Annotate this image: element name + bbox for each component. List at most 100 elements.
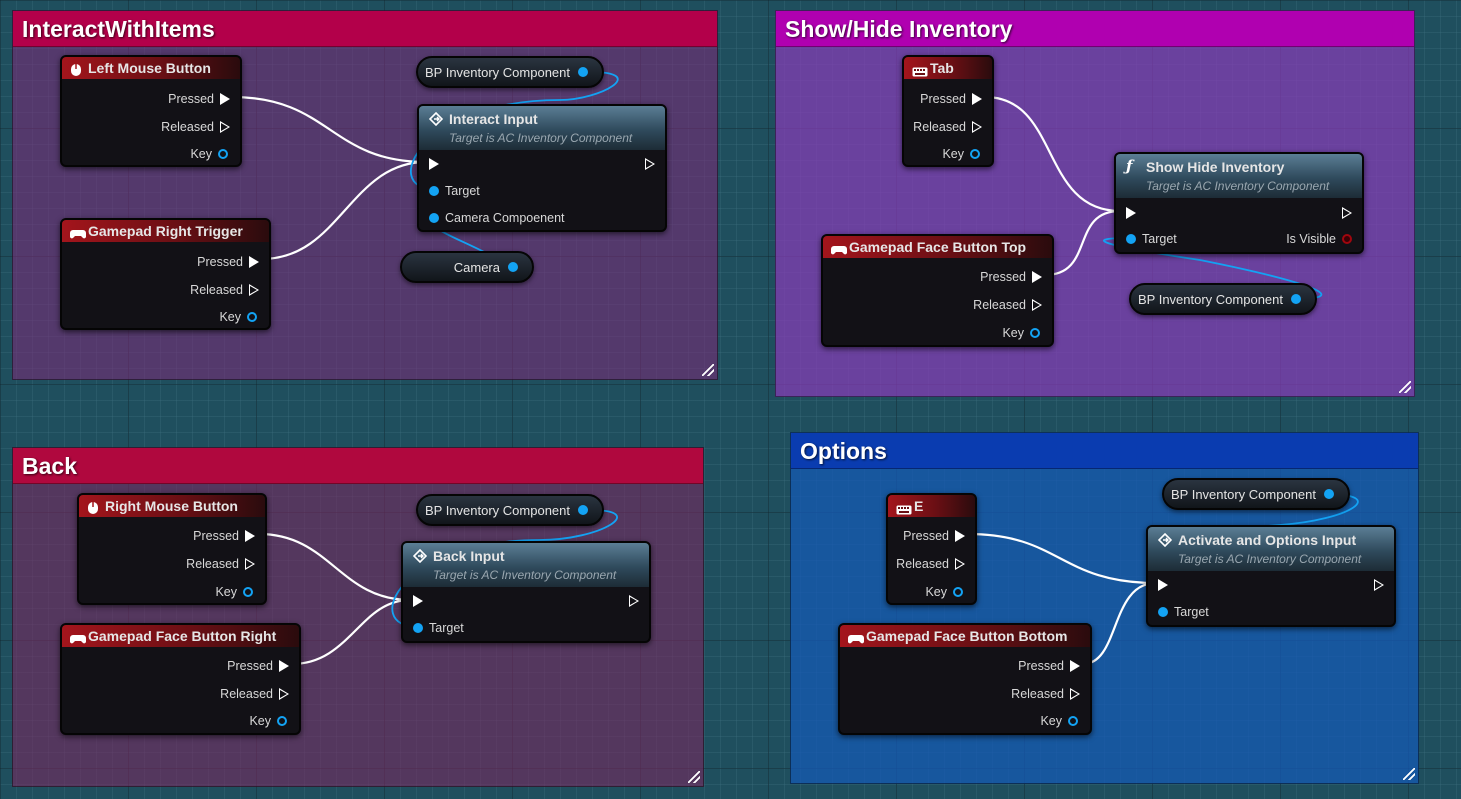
- target-pin[interactable]: Target: [1126, 229, 1177, 249]
- pressed-exec-pin[interactable]: Pressed: [197, 252, 259, 272]
- function-show-hide-inventory[interactable]: ƒ Show Hide Inventory Target is AC Inven…: [1114, 152, 1364, 254]
- released-exec-pin[interactable]: Released: [913, 117, 982, 137]
- event-gamepad-right-trigger[interactable]: Gamepad Right Trigger Pressed Released K…: [60, 218, 271, 330]
- exec-pin-icon[interactable]: [245, 530, 255, 542]
- object-pin-icon[interactable]: [1291, 294, 1301, 304]
- struct-pin-icon[interactable]: [218, 149, 228, 159]
- exec-pin-icon[interactable]: [249, 256, 259, 268]
- exec-pin-icon[interactable]: [279, 688, 289, 700]
- exec-pin-icon[interactable]: [413, 595, 423, 607]
- event-left-mouse-button[interactable]: Left Mouse Button Pressed Released Key: [60, 55, 242, 167]
- exec-out-pin[interactable]: [1374, 575, 1384, 595]
- key-pin[interactable]: Key: [249, 711, 287, 731]
- exec-pin-icon[interactable]: [629, 595, 639, 607]
- resize-handle-icon[interactable]: [688, 771, 700, 783]
- struct-pin-icon[interactable]: [247, 312, 257, 322]
- object-pin-icon[interactable]: [429, 213, 439, 223]
- object-pin-icon[interactable]: [1158, 607, 1168, 617]
- struct-pin-icon[interactable]: [1030, 328, 1040, 338]
- exec-pin-icon[interactable]: [972, 93, 982, 105]
- key-pin[interactable]: Key: [925, 582, 963, 602]
- comment-title[interactable]: Options: [791, 433, 1418, 469]
- camera-component-pin[interactable]: Camera Compoenent: [429, 208, 565, 228]
- exec-pin-icon[interactable]: [279, 660, 289, 672]
- object-pin-icon[interactable]: [1126, 234, 1136, 244]
- exec-pin-icon[interactable]: [220, 121, 230, 133]
- exec-pin-icon[interactable]: [1032, 299, 1042, 311]
- function-activate-and-options-input[interactable]: Activate and Options Input Target is AC …: [1146, 525, 1396, 627]
- struct-pin-icon[interactable]: [953, 587, 963, 597]
- comment-title[interactable]: Show/Hide Inventory: [776, 11, 1414, 47]
- exec-in-pin[interactable]: [429, 154, 439, 174]
- key-pin[interactable]: Key: [942, 144, 980, 164]
- exec-out-pin[interactable]: [1342, 203, 1352, 223]
- key-pin[interactable]: Key: [219, 307, 257, 327]
- resize-handle-icon[interactable]: [1399, 381, 1411, 393]
- pressed-exec-pin[interactable]: Pressed: [168, 89, 230, 109]
- released-exec-pin[interactable]: Released: [896, 554, 965, 574]
- object-pin-icon[interactable]: [1324, 489, 1334, 499]
- struct-pin-icon[interactable]: [970, 149, 980, 159]
- struct-pin-icon[interactable]: [1068, 716, 1078, 726]
- exec-in-pin[interactable]: [413, 591, 423, 611]
- released-exec-pin[interactable]: Released: [186, 554, 255, 574]
- comment-title[interactable]: InteractWithItems: [13, 11, 717, 47]
- target-pin[interactable]: Target: [429, 181, 480, 201]
- exec-pin-icon[interactable]: [972, 121, 982, 133]
- key-pin[interactable]: Key: [1040, 711, 1078, 731]
- exec-pin-icon[interactable]: [1032, 271, 1042, 283]
- exec-pin-icon[interactable]: [1070, 660, 1080, 672]
- exec-out-pin[interactable]: [629, 591, 639, 611]
- key-pin[interactable]: Key: [215, 582, 253, 602]
- released-exec-pin[interactable]: Released: [220, 684, 289, 704]
- exec-pin-icon[interactable]: [220, 93, 230, 105]
- object-pin-icon[interactable]: [429, 186, 439, 196]
- comment-title[interactable]: Back: [13, 448, 703, 484]
- exec-pin-icon[interactable]: [245, 558, 255, 570]
- pressed-exec-pin[interactable]: Pressed: [980, 267, 1042, 287]
- event-gamepad-face-button-right[interactable]: Gamepad Face Button Right Pressed Releas…: [60, 623, 301, 735]
- exec-pin-icon[interactable]: [249, 284, 259, 296]
- exec-out-pin[interactable]: [645, 154, 655, 174]
- target-pin[interactable]: Target: [413, 618, 464, 638]
- exec-in-pin[interactable]: [1158, 575, 1168, 595]
- exec-pin-icon[interactable]: [645, 158, 655, 170]
- variable-bp-inventory-component[interactable]: BP Inventory Component: [1129, 283, 1317, 315]
- exec-in-pin[interactable]: [1126, 203, 1136, 223]
- exec-pin-icon[interactable]: [1070, 688, 1080, 700]
- key-pin[interactable]: Key: [190, 144, 228, 164]
- key-pin[interactable]: Key: [1002, 323, 1040, 343]
- bool-pin-icon[interactable]: [1342, 234, 1352, 244]
- event-gamepad-face-button-top[interactable]: Gamepad Face Button Top Pressed Released…: [821, 234, 1054, 347]
- is-visible-pin[interactable]: Is Visible: [1286, 229, 1352, 249]
- variable-bp-inventory-component[interactable]: BP Inventory Component: [416, 494, 604, 526]
- event-tab-key[interactable]: Tab Pressed Released Key: [902, 55, 994, 167]
- event-gamepad-face-button-bottom[interactable]: Gamepad Face Button Bottom Pressed Relea…: [838, 623, 1092, 735]
- resize-handle-icon[interactable]: [702, 364, 714, 376]
- exec-pin-icon[interactable]: [1158, 579, 1168, 591]
- function-interact-input[interactable]: Interact Input Target is AC Inventory Co…: [417, 104, 667, 232]
- exec-pin-icon[interactable]: [1374, 579, 1384, 591]
- variable-bp-inventory-component[interactable]: BP Inventory Component: [1162, 478, 1350, 510]
- object-pin-icon[interactable]: [413, 623, 423, 633]
- pressed-exec-pin[interactable]: Pressed: [193, 526, 255, 546]
- resize-handle-icon[interactable]: [1403, 768, 1415, 780]
- released-exec-pin[interactable]: Released: [190, 280, 259, 300]
- exec-pin-icon[interactable]: [955, 558, 965, 570]
- object-pin-icon[interactable]: [508, 262, 518, 272]
- struct-pin-icon[interactable]: [243, 587, 253, 597]
- pressed-exec-pin[interactable]: Pressed: [1018, 656, 1080, 676]
- exec-pin-icon[interactable]: [1342, 207, 1352, 219]
- variable-bp-inventory-component[interactable]: BP Inventory Component: [416, 56, 604, 88]
- target-pin[interactable]: Target: [1158, 602, 1209, 622]
- object-pin-icon[interactable]: [578, 67, 588, 77]
- function-back-input[interactable]: Back Input Target is AC Inventory Compon…: [401, 541, 651, 643]
- pressed-exec-pin[interactable]: Pressed: [920, 89, 982, 109]
- object-pin-icon[interactable]: [578, 505, 588, 515]
- exec-pin-icon[interactable]: [955, 530, 965, 542]
- released-exec-pin[interactable]: Released: [973, 295, 1042, 315]
- struct-pin-icon[interactable]: [277, 716, 287, 726]
- event-right-mouse-button[interactable]: Right Mouse Button Pressed Released Key: [77, 493, 267, 605]
- variable-camera[interactable]: Camera: [400, 251, 534, 283]
- event-e-key[interactable]: E Pressed Released Key: [886, 493, 977, 605]
